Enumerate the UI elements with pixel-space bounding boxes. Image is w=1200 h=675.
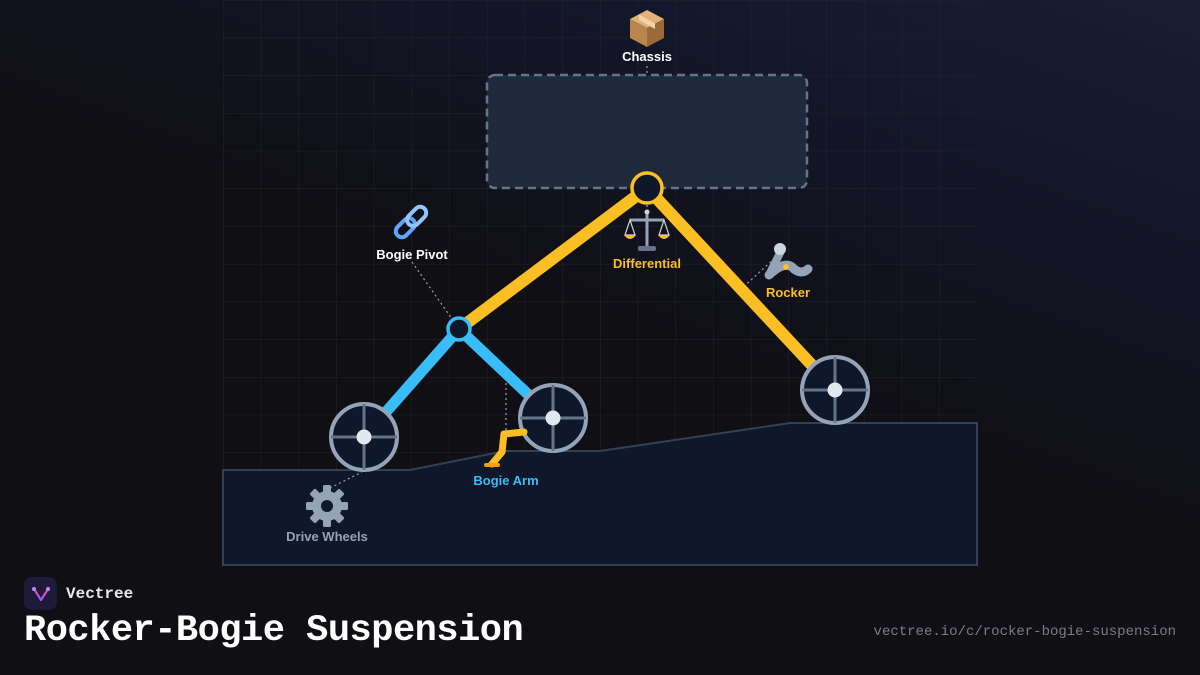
rocker-arm-right xyxy=(641,182,841,396)
balance-scale-icon xyxy=(624,209,670,251)
link-icon xyxy=(393,204,429,240)
chassis-label: Chassis xyxy=(622,49,672,64)
chassis-body xyxy=(485,73,809,190)
bogie-pivot-leader xyxy=(411,261,458,327)
differential-joint xyxy=(630,171,664,205)
rocker-label: Rocker xyxy=(766,285,810,300)
wheel-middle xyxy=(518,383,588,453)
brand: Vectree xyxy=(24,577,133,610)
gear-icon xyxy=(306,485,348,527)
wheel-rear xyxy=(329,402,399,472)
rocker-arms xyxy=(453,182,841,396)
bogie-pivot-joint xyxy=(446,316,472,342)
page-title: Rocker-Bogie Suspension xyxy=(24,610,524,652)
wheel-front xyxy=(800,355,870,425)
differential-label: Differential xyxy=(613,256,681,271)
vectree-logo-icon xyxy=(24,577,57,610)
leg-icon xyxy=(484,428,528,468)
package-icon xyxy=(630,10,664,47)
page-url: vectree.io/c/rocker-bogie-suspension xyxy=(873,624,1176,640)
bogie-pivot-label: Bogie Pivot xyxy=(376,247,448,262)
flexed-arm-icon xyxy=(764,243,813,280)
drive-wheels-leader xyxy=(329,471,363,489)
terrain xyxy=(222,422,978,566)
rocker-arm-left xyxy=(453,182,653,335)
brand-name: Vectree xyxy=(66,584,134,603)
drive-wheels-label: Drive Wheels xyxy=(286,529,368,544)
bogie-arm-label: Bogie Arm xyxy=(473,473,538,488)
